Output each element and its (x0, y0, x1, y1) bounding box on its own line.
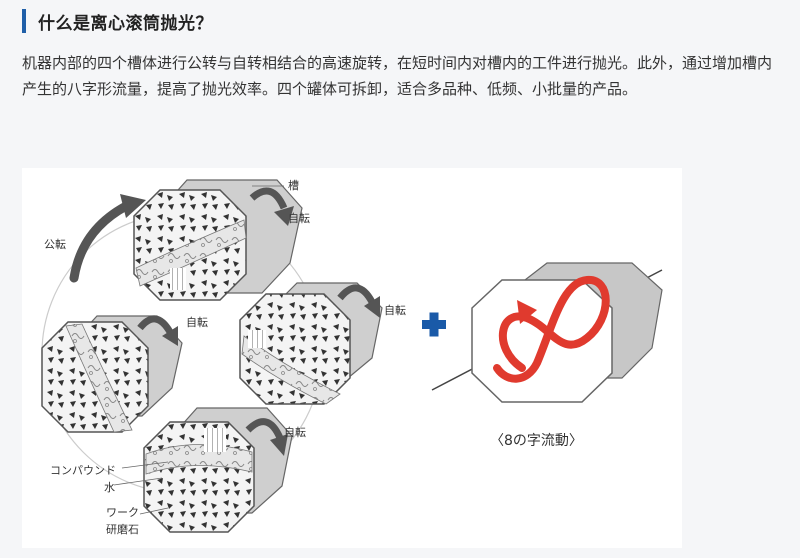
label-revolution: 公転 (44, 238, 66, 251)
figure8-barrel (431, 262, 663, 403)
label-water: 水 (104, 481, 115, 494)
label-media: 研磨石 (106, 523, 139, 536)
page-title: 什么是离心滚筒抛光？ (38, 13, 213, 34)
description-paragraph: 机器内部的四个槽体进行公转与自转相结合的高速旋转，在短时间内对槽内的工件进行抛光… (22, 54, 773, 98)
label-tank: 槽 (288, 179, 299, 192)
label-rotation-left: 自転 (186, 316, 208, 329)
plus-icon (422, 312, 446, 337)
revolution-arrow (69, 199, 135, 283)
tank-left (41, 315, 183, 433)
label-rotation-top: 自転 (288, 212, 310, 225)
diagram-illustration (41, 179, 663, 533)
label-compound: コンパウンド (50, 464, 116, 477)
heading-accent-bar (22, 9, 26, 33)
revolution-arrow-head (120, 194, 146, 218)
label-rotation-bottom: 自転 (284, 426, 306, 439)
centrifugal-barrel-diagram: 槽 自転 公転 自転 自転 自転 コンパウンド 水 ワーク 研磨石 〈8の字流動… (22, 168, 682, 548)
tank-right (239, 282, 383, 405)
section-heading: 什么是离心滚筒抛光？ (22, 9, 213, 34)
label-work: ワーク (106, 506, 139, 519)
figure8-flow-path (493, 276, 610, 383)
tank-top (133, 179, 303, 301)
tank-bottom (143, 407, 293, 533)
label-rotation-right: 自転 (384, 304, 406, 317)
label-figure8-flow: 〈8の字流動〉 (490, 433, 583, 449)
